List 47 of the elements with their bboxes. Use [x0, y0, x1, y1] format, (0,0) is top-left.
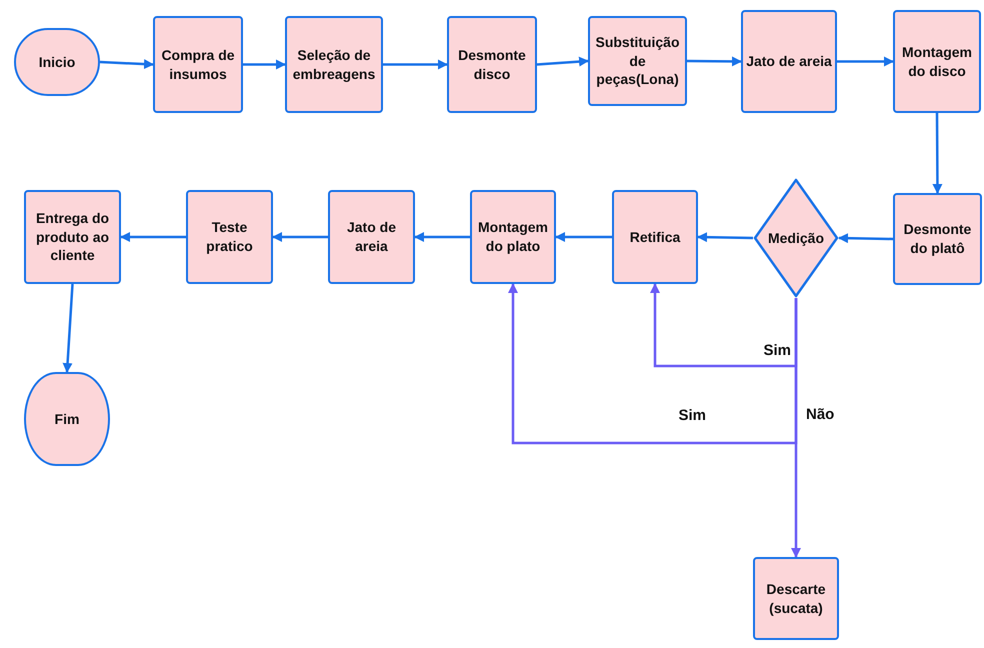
arrow [100, 59, 154, 70]
box-label: Fim [54, 410, 80, 428]
arrow [791, 298, 801, 558]
box-label: Compra de insumos [160, 46, 236, 84]
box-label: Jato de areia [346, 218, 397, 256]
process-box [893, 10, 981, 113]
box-label: Montagem do disco [901, 42, 973, 80]
box-label: Substituição de peças(Lona) [594, 32, 680, 90]
process-box [588, 16, 687, 106]
box-label: Seleção de embreagens [292, 46, 376, 84]
process-box [186, 190, 273, 284]
arrow [508, 283, 798, 444]
box-label: Retifica [628, 228, 682, 246]
process-box [470, 190, 556, 284]
process-box [24, 190, 121, 284]
process-box [285, 16, 383, 113]
arrow [243, 60, 286, 70]
box-label: Descarte (sucata) [765, 580, 827, 618]
arrow [120, 232, 186, 242]
process-box [447, 16, 537, 113]
arrow [555, 232, 612, 242]
arrow [383, 60, 448, 70]
box-label: Desmonte do platô [902, 220, 972, 258]
box-label: Montagem do plato [477, 218, 549, 256]
box-label: Medição [766, 228, 825, 248]
process-box [753, 557, 839, 640]
arrow [838, 233, 894, 244]
arrow [932, 113, 942, 194]
arrow [62, 284, 74, 373]
arrow [837, 56, 894, 66]
box-label: Teste pratico [205, 218, 254, 256]
process-box [612, 190, 698, 284]
process-box [741, 10, 837, 113]
box-label: Entrega do produto ao cliente [34, 208, 110, 266]
arrow [686, 56, 742, 66]
box-label: Jato de areia [745, 52, 833, 71]
box-label: Inicio [38, 52, 76, 72]
arrow [536, 56, 589, 67]
arrow [272, 232, 328, 242]
edge-label: Não [804, 406, 836, 422]
arrow [697, 232, 754, 242]
process-box [328, 190, 415, 284]
arrow [650, 283, 798, 368]
process-box [893, 193, 982, 285]
process-box [153, 16, 243, 113]
box-label: Desmonte disco [457, 46, 527, 84]
arrow [414, 232, 470, 242]
